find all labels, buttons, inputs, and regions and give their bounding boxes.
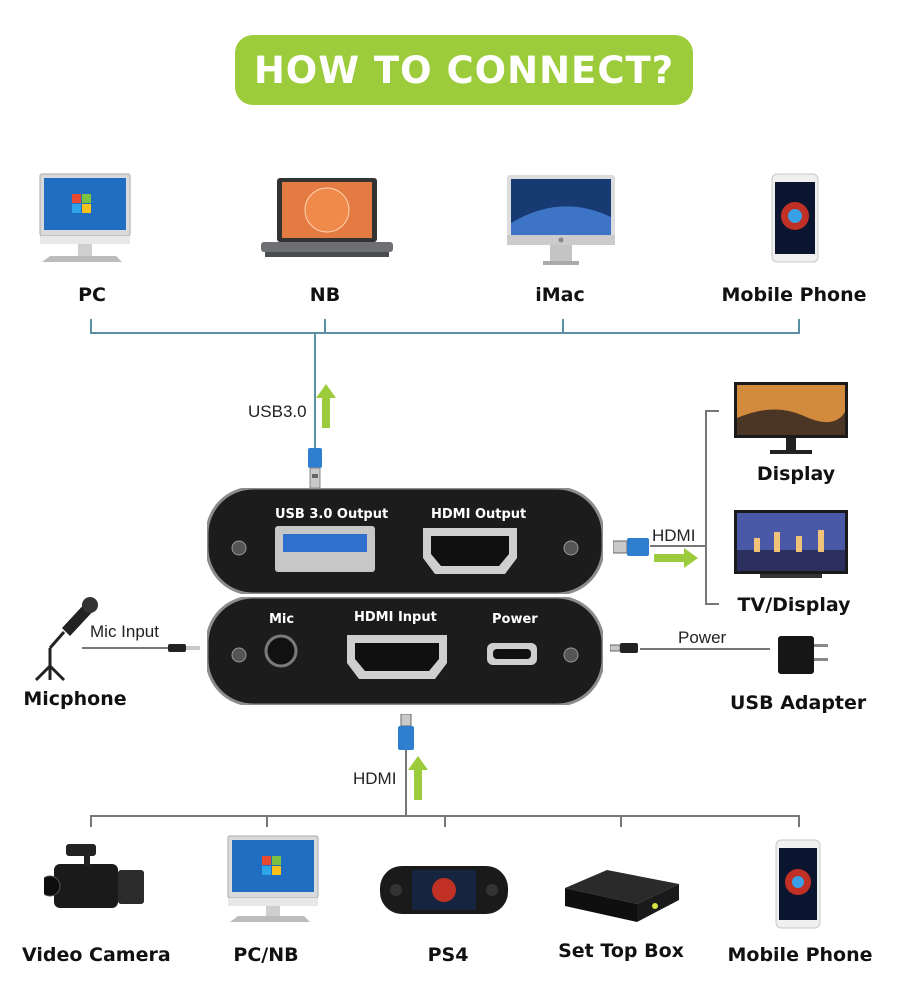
capture-card-output-side <box>207 488 603 594</box>
hdmi-out-label: HDMI <box>652 526 696 545</box>
micro-usb-plug-icon <box>610 641 642 655</box>
power-port-label: Power <box>492 612 538 627</box>
usb-plug-icon <box>305 448 325 490</box>
bus-tick <box>798 815 800 827</box>
bottom-device-label: Video Camera <box>22 944 171 966</box>
bus-tick <box>90 815 92 827</box>
bottom-device-label: PS4 <box>427 944 469 966</box>
usb-label: USB3.0 <box>248 402 307 421</box>
bus-tick <box>798 319 800 333</box>
bus-tick <box>562 319 564 333</box>
phone-icon <box>774 838 822 930</box>
usb-adapter-icon <box>770 628 832 676</box>
arrow-up-icon <box>408 756 428 800</box>
arrow-right-icon <box>654 548 698 568</box>
laptop-icon <box>257 176 397 262</box>
hdmi-in-label: HDMI <box>353 769 397 788</box>
imac-icon <box>505 173 617 271</box>
top-bus-line <box>90 332 800 334</box>
bottom-device-label: Set Top Box <box>558 940 684 962</box>
set-top-box-icon <box>565 868 681 926</box>
power-cable-line <box>640 648 770 650</box>
bus-tick <box>324 319 326 333</box>
top-device-label: PC <box>78 284 106 306</box>
hdmi-plug-icon <box>613 536 653 558</box>
usb-output-port-label: USB 3.0 Output <box>275 507 389 522</box>
hdmi-plug-up-icon <box>396 714 416 752</box>
capture-card-input-side <box>207 597 603 705</box>
tv-icon <box>734 510 848 582</box>
display-monitor-icon <box>734 382 848 458</box>
hdmi-in-cable-line <box>405 750 407 816</box>
page-title: HOW TO CONNECT? <box>253 48 675 92</box>
bottom-device-label: PC/NB <box>233 944 299 966</box>
microphone-icon <box>30 596 100 682</box>
top-device-label: Mobile Phone <box>721 284 867 306</box>
bus-tick <box>90 319 92 333</box>
top-device-label: NB <box>309 284 341 306</box>
arrow-up-icon <box>316 384 336 428</box>
display-label: Display <box>756 463 836 485</box>
usb-cable-line <box>314 332 316 452</box>
mic-cable-line <box>82 647 172 649</box>
hdmi-input-port-label: HDMI Input <box>354 610 437 625</box>
video-camera-icon <box>44 842 150 926</box>
mic-input-label: Mic Input <box>90 622 159 641</box>
bus-tick <box>620 815 622 827</box>
power-cable-label: Power <box>678 628 727 647</box>
mic-port-label: Mic <box>269 612 295 627</box>
bus-tick <box>444 815 446 827</box>
phone-icon <box>770 172 820 264</box>
usb-adapter-label: USB Adapter <box>730 692 867 714</box>
branch-tick <box>705 603 719 605</box>
micphone-label: Micphone <box>23 688 127 710</box>
tv-display-label: TV/Display <box>737 594 851 616</box>
hdmi-output-port-label: HDMI Output <box>431 507 527 522</box>
display-branch-line <box>705 410 707 604</box>
audio-jack-icon <box>168 641 202 655</box>
bus-tick <box>266 815 268 827</box>
hdmi-out-cable-line <box>650 545 706 547</box>
top-device-label: iMac <box>535 284 585 306</box>
pc-nb-monitor-icon <box>222 834 322 928</box>
bottom-device-label: Mobile Phone <box>727 944 873 966</box>
pc-monitor-icon <box>32 172 132 270</box>
handheld-console-icon <box>380 862 508 918</box>
title-banner: HOW TO CONNECT? <box>235 35 693 105</box>
branch-tick <box>705 410 719 412</box>
